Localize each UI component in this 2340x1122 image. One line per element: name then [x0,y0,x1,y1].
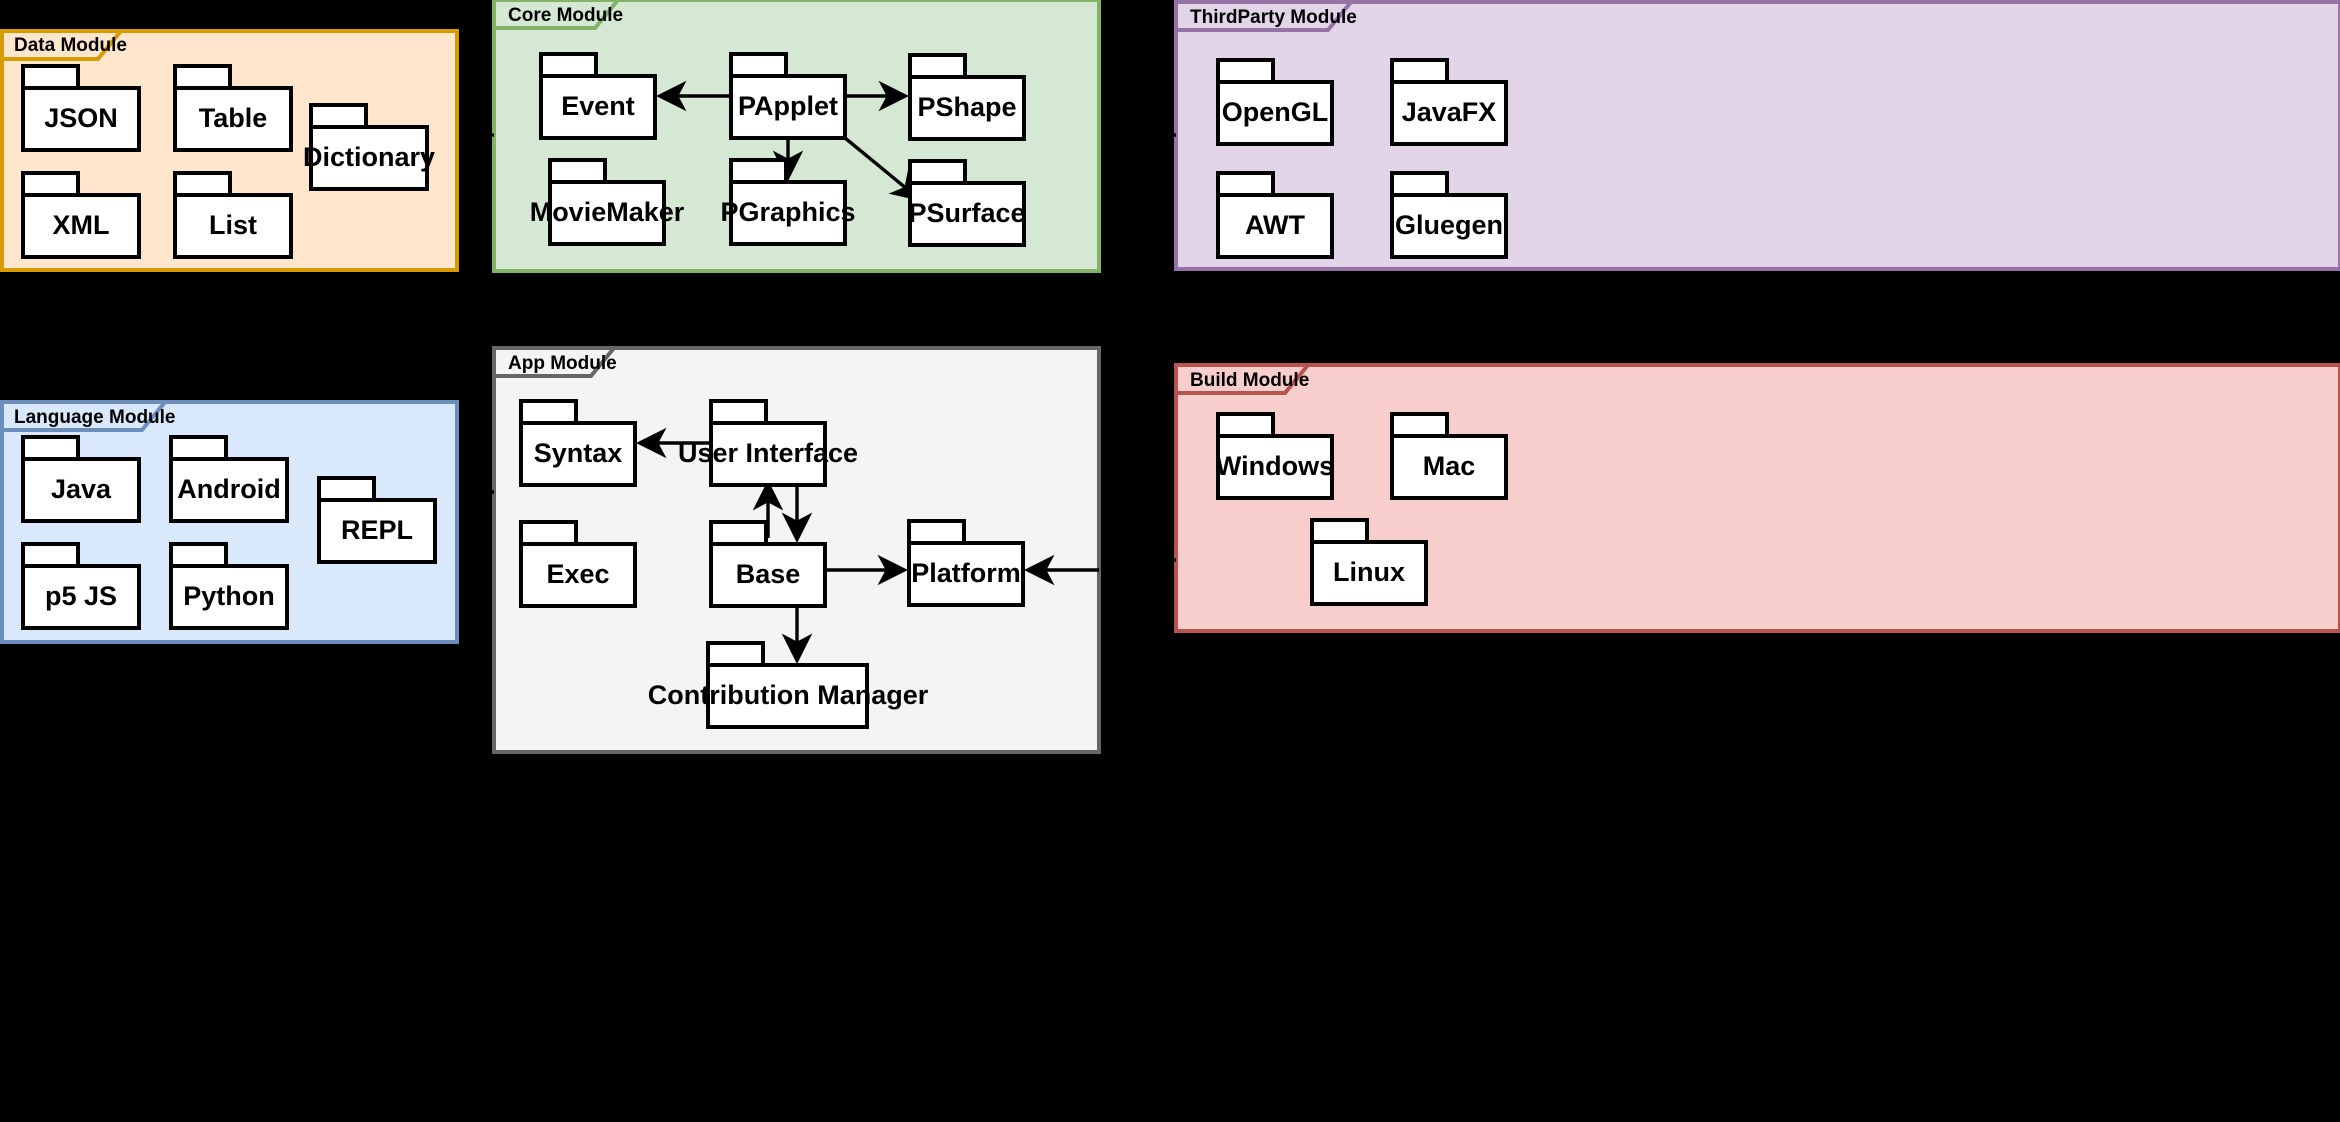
module-thirdparty-frame [1174,0,2340,271]
package-gluegen[interactable]: Gluegen [1390,171,1508,259]
package-user-interface[interactable]: User Interface [678,399,858,487]
package-exec-label: Exec [546,559,609,589]
module-thirdparty[interactable]: ThirdParty Module OpenGL JavaFX AWT Gl [1169,0,2340,271]
package-p5js[interactable]: p5 JS [21,542,141,630]
module-build[interactable]: Build Module Windows Mac Linux [1169,363,2340,633]
package-json[interactable]: JSON [21,64,141,152]
package-dictionary[interactable]: Dictionary [303,103,435,191]
package-user-interface-label: User Interface [678,438,858,468]
package-linux-label: Linux [1333,557,1405,587]
package-javafx-label: JavaFX [1402,97,1497,127]
package-syntax[interactable]: Syntax [519,399,637,487]
package-base[interactable]: Base [709,520,827,608]
module-language[interactable]: Language Module Java Android REPL p5 JS [0,400,459,644]
package-psurface-label: PSurface [908,198,1025,228]
module-build-tab [1176,363,1313,395]
package-java[interactable]: Java [21,435,141,523]
edge-papplet-to-psurface [843,136,922,202]
package-opengl-label: OpenGL [1222,97,1329,127]
package-contribution-manager[interactable]: Contribution Manager [648,641,929,729]
package-list-label: List [209,210,257,240]
package-contribution-manager-label: Contribution Manager [648,680,929,710]
package-event-label: Event [561,91,635,121]
package-mac-label: Mac [1423,451,1476,481]
package-pshape-label: PShape [917,92,1016,122]
module-app-title: App Module [508,353,617,374]
package-pgraphics-label: PGraphics [720,197,855,227]
package-windows-label: Windows [1216,451,1334,481]
module-core-title: Core Module [508,5,623,26]
package-p5js-label: p5 JS [45,581,117,611]
package-repl[interactable]: REPL [317,476,437,564]
package-platform-label: Platform [911,558,1021,588]
module-core[interactable]: Core Module Event PApplet PShape [487,0,1101,273]
package-xml-label: XML [53,210,110,240]
package-moviemaker-label: MovieMaker [530,197,685,227]
package-mac[interactable]: Mac [1390,412,1508,500]
package-opengl[interactable]: OpenGL [1216,58,1334,146]
package-awt-label: AWT [1245,210,1305,240]
package-table-label: Table [199,103,268,133]
package-papplet[interactable]: PApplet [729,52,847,140]
package-gluegen-label: Gluegen [1395,210,1503,240]
package-syntax-label: Syntax [534,438,623,468]
package-pshape[interactable]: PShape [908,53,1026,141]
package-javafx[interactable]: JavaFX [1390,58,1508,146]
module-language-tab [2,400,170,432]
package-python-label: Python [183,581,275,611]
module-data[interactable]: Data Module JSON Table Dictionary XML [0,29,459,272]
package-xml[interactable]: XML [21,171,141,259]
module-data-title: Data Module [14,35,127,56]
package-exec[interactable]: Exec [519,520,637,608]
module-data-tab [2,29,126,61]
package-python[interactable]: Python [169,542,289,630]
module-thirdparty-title: ThirdParty Module [1190,7,1357,28]
package-moviemaker[interactable]: MovieMaker [530,158,685,246]
package-list[interactable]: List [173,171,293,259]
package-psurface[interactable]: PSurface [908,159,1026,247]
package-linux[interactable]: Linux [1310,518,1428,606]
package-table[interactable]: Table [173,64,293,152]
package-windows[interactable]: Windows [1216,412,1334,500]
module-language-title: Language Module [14,407,176,428]
package-event[interactable]: Event [539,52,657,140]
package-android[interactable]: Android [169,435,289,523]
module-core-tab [494,0,621,30]
package-java-label: Java [51,474,112,504]
package-base-label: Base [736,559,801,589]
package-json-label: JSON [44,103,118,133]
package-dictionary-label: Dictionary [303,142,435,172]
module-thirdparty-tab [1176,0,1356,32]
package-platform[interactable]: Platform [907,519,1025,607]
package-papplet-label: PApplet [738,91,838,121]
package-repl-label: REPL [341,515,413,545]
package-pgraphics[interactable]: PGraphics [720,158,856,246]
module-app-tab [494,346,619,378]
module-app[interactable]: App Module Syntax User Interface [487,346,1101,754]
package-android-label: Android [177,474,280,504]
module-build-title: Build Module [1190,370,1309,391]
package-awt[interactable]: AWT [1216,171,1334,259]
